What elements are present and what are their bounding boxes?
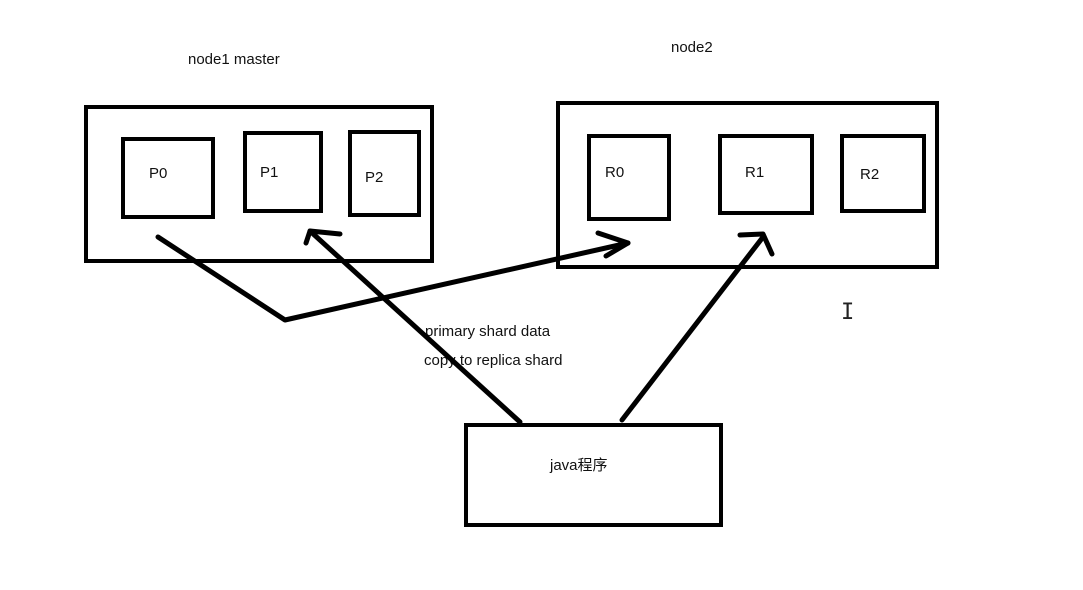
arrow-client-to-p1 [307,228,523,425]
arrowhead-r1 [737,231,775,257]
shard-p1: P1 [243,131,323,213]
arrowhead-r0 [595,230,631,259]
shard-r0-label: R0 [605,164,625,181]
shard-p1-label: P1 [260,164,279,181]
annotation-line1: primary shard data [425,323,551,340]
text-cursor-icon: I [841,300,855,325]
arrowhead-p1 [303,228,343,246]
shard-r1-label: R1 [745,164,765,181]
shard-p0: P0 [121,137,215,219]
shard-p2-label: P2 [365,169,384,186]
shard-r2-label: R2 [860,166,880,183]
node1-box [84,105,434,263]
node1-label: node1 master [188,51,280,68]
shard-p0-label: P0 [149,165,168,182]
java-client-label: java程序 [550,457,608,474]
arrow-client-to-r1 [619,234,766,423]
shard-r2: R2 [840,134,926,213]
shard-r1: R1 [718,134,814,215]
node2-label: node2 [671,39,713,56]
java-client-box: java程序 [464,423,723,527]
arrow-p0-to-r0 [155,234,631,323]
shard-p2: P2 [348,130,421,217]
node2-box [556,101,939,269]
shard-r0: R0 [587,134,671,221]
